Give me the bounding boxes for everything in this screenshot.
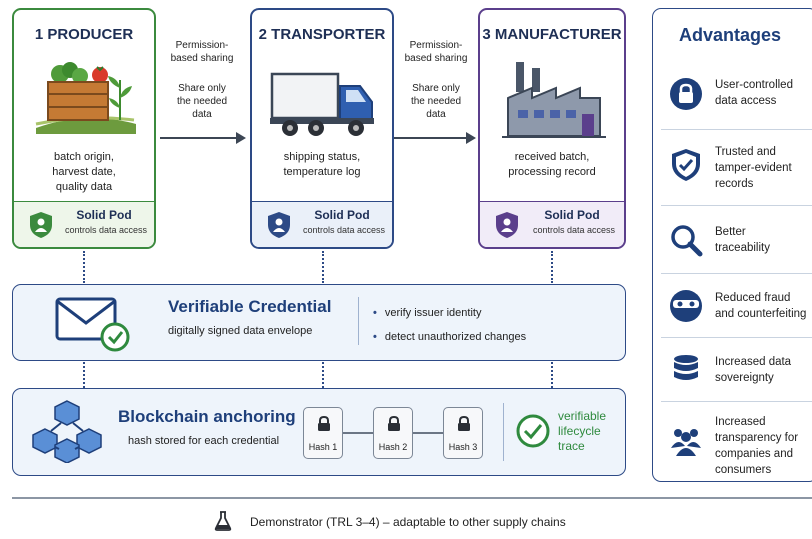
- sharing-scope-2: Share only the needed data: [410, 83, 462, 120]
- crate-vegetables-icon: [35, 62, 136, 134]
- advantage-text: Trusted and tamper-evident records: [715, 146, 792, 190]
- hash-label: Hash 2: [378, 442, 408, 452]
- advantage-item: Reduced fraud and counterfeiting: [661, 273, 812, 337]
- manufacturer-description: received batch, processing record: [508, 151, 596, 178]
- hash-block: Hash 3: [443, 407, 483, 459]
- shield-person-icon: [30, 212, 52, 238]
- manufacturer-solid-pod: Solid Pod controls data access: [480, 201, 624, 247]
- blockchain-cubes-icon: [32, 400, 102, 463]
- connector-line: [83, 251, 85, 283]
- manufacturer-title: 3 MANUFACTURER: [482, 26, 622, 43]
- shield-check-icon: [672, 149, 700, 181]
- sharing-mode-2: Permission- based sharing: [404, 40, 468, 64]
- connector-line: [322, 362, 324, 388]
- lock-icon: [458, 416, 470, 431]
- check-circle-icon: [516, 414, 550, 448]
- producer-solid-pod: Solid Pod controls data access: [14, 201, 154, 247]
- advantage-item: Trusted and tamper-evident records: [661, 129, 812, 205]
- advantages-title: Advantages: [678, 25, 782, 45]
- hash-block: Hash 2: [373, 407, 413, 459]
- divider: [503, 403, 504, 461]
- hash-label: Hash 1: [308, 442, 338, 452]
- producer-title: 1 PRODUCER: [34, 26, 134, 43]
- arrow-right-icon: [160, 132, 246, 144]
- credential-bullet: detect unauthorized changes: [373, 331, 526, 343]
- database-icon: [674, 355, 698, 380]
- envelope-check-icon: [55, 297, 130, 352]
- transporter-solid-pod: Solid Pod controls data access: [252, 201, 392, 247]
- footer-note: Demonstrator (TRL 3–4) – adaptable to ot…: [250, 515, 566, 529]
- hash-label: Hash 3: [448, 442, 478, 452]
- hash-block: Hash 1: [303, 407, 343, 459]
- advantage-text: Increased data sovereignty: [715, 356, 792, 384]
- transporter-pod-subtitle: controls data access: [302, 225, 386, 235]
- advantage-item: User-controlled data access: [661, 61, 812, 129]
- connector-line: [551, 362, 553, 388]
- footer-divider: [12, 497, 812, 499]
- chain-link: [343, 432, 373, 434]
- advantage-item: Better traceability: [661, 205, 812, 273]
- divider: [358, 297, 359, 345]
- sharing-mode-1: Permission- based sharing: [170, 40, 234, 64]
- lock-icon: [318, 416, 330, 431]
- producer-pod-subtitle: controls data access: [64, 225, 148, 235]
- producer-description: batch origin, harvest date, quality data: [52, 151, 116, 193]
- blockchain-title: Blockchain anchoring: [118, 407, 296, 426]
- advantage-item: Increased transparency for companies and…: [661, 401, 812, 481]
- advantages-panel: Advantages User-controlled data access T…: [652, 8, 812, 482]
- manufacturer-pod-title: Solid Pod: [544, 208, 600, 222]
- lock-circle-icon: [670, 78, 702, 110]
- verifiable-credential-panel: Verifiable Credential digitally signed d…: [12, 284, 626, 361]
- transporter-title: 2 TRANSPORTER: [258, 26, 386, 43]
- advantage-text: User-controlled data access: [715, 79, 793, 107]
- producer-card: 1 PRODUCER batch origin, harvest date, q…: [12, 8, 156, 249]
- blockchain-panel: Blockchain anchoring hash stored for eac…: [12, 388, 626, 476]
- truck-icon: [270, 72, 374, 136]
- lock-icon: [388, 416, 400, 431]
- sharing-scope-1: Share only the needed data: [176, 83, 228, 120]
- advantage-text: Reduced fraud and counterfeiting: [715, 292, 807, 320]
- arrow-right-icon: [394, 132, 476, 144]
- advantage-text: Increased transparency for companies and…: [715, 416, 799, 476]
- factory-icon: [502, 62, 606, 138]
- chain-link: [413, 432, 443, 434]
- manufacturer-card: 3 MANUFACTURER received batch, processin…: [478, 8, 626, 249]
- advantage-item: Increased data sovereignty: [661, 337, 812, 401]
- magnifier-icon: [671, 225, 703, 257]
- connector-line: [83, 362, 85, 388]
- flask-icon: [214, 511, 232, 531]
- lifecycle-trace-label: verifiable lifecycle trace: [558, 409, 607, 453]
- masked-face-icon: [670, 290, 702, 322]
- credential-bullet: verify issuer identity: [373, 307, 482, 319]
- connector-line: [551, 251, 553, 283]
- transporter-description: shipping status, temperature log: [283, 151, 361, 178]
- blockchain-subtitle: hash stored for each credential: [128, 435, 280, 447]
- people-group-icon: [671, 429, 701, 456]
- credential-subtitle: digitally signed data envelope: [168, 325, 313, 337]
- manufacturer-pod-subtitle: controls data access: [532, 225, 616, 235]
- producer-pod-title: Solid Pod: [76, 208, 132, 222]
- transporter-card: 2 TRANSPORTER shipping status, temperatu…: [250, 8, 394, 249]
- advantage-text: Better traceability: [715, 226, 770, 254]
- connector-line: [322, 251, 324, 283]
- shield-person-icon: [496, 212, 518, 238]
- credential-title: Verifiable Credential: [168, 297, 332, 316]
- shield-person-icon: [268, 212, 290, 238]
- transporter-pod-title: Solid Pod: [314, 208, 370, 222]
